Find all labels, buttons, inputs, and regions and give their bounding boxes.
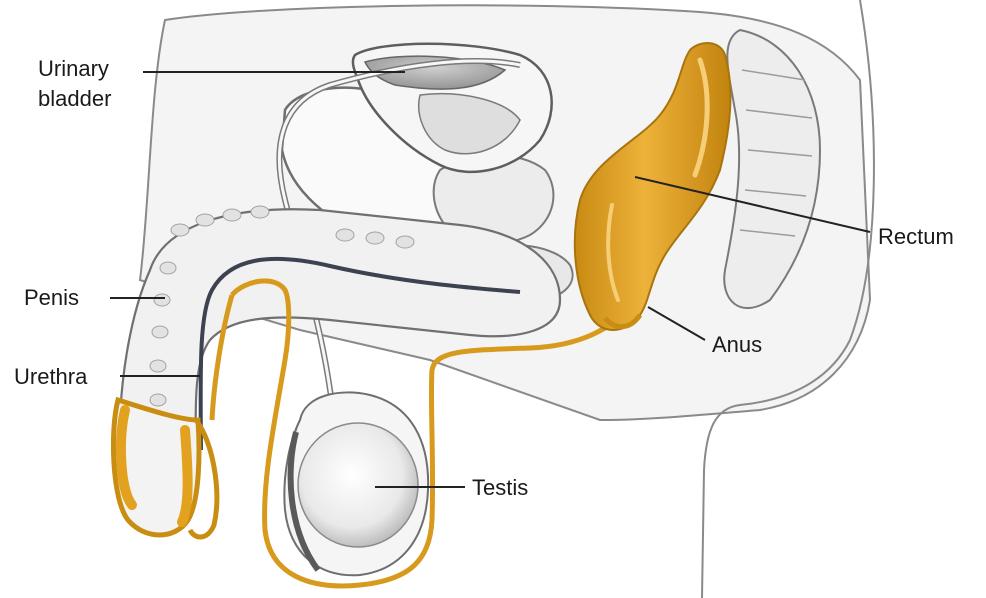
testis (284, 392, 428, 575)
label-rectum: Rectum (878, 224, 954, 249)
label-urethra: Urethra (14, 364, 88, 389)
label-testis: Testis (472, 475, 528, 500)
label-anus: Anus (712, 332, 762, 357)
label-penis: Penis (24, 285, 79, 310)
label-urinary-bladder-line1: Urinary (38, 56, 109, 81)
label-urinary-bladder-line2: bladder (38, 86, 111, 111)
